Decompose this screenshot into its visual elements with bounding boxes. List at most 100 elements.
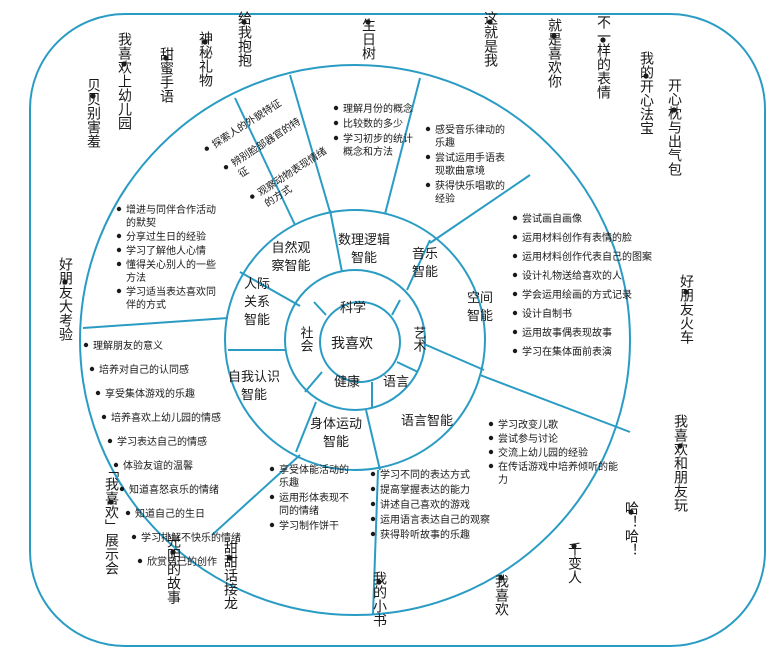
intelligence-logical-line-1: 数理逻辑 bbox=[338, 233, 390, 248]
core-area-health: 健康 bbox=[334, 374, 360, 390]
goal-item: 理解月份的概念 bbox=[343, 102, 413, 115]
center-label: 我喜欢 bbox=[331, 336, 373, 352]
goal-item: 懂得关心别人的一些 bbox=[126, 258, 216, 271]
goal-bullet bbox=[488, 421, 494, 427]
activity-14: 甜甜话接龙 bbox=[222, 540, 238, 610]
outer-spokes bbox=[82, 74, 631, 615]
activity-8: 好朋友火车 bbox=[678, 274, 694, 344]
goal-bullet bbox=[269, 466, 275, 472]
goal-item: 提高掌握表达的能力 bbox=[380, 483, 470, 496]
goal-bullet bbox=[425, 182, 431, 188]
goal-item: 现歌曲意境 bbox=[435, 164, 485, 177]
goal-bullet bbox=[512, 310, 518, 316]
core-spokes bbox=[304, 299, 419, 408]
goal-bullet bbox=[370, 516, 376, 522]
activity-dot bbox=[241, 19, 247, 25]
activity-label: 给我抱抱 bbox=[236, 11, 252, 68]
activity-dot bbox=[551, 33, 557, 39]
goal-bullet bbox=[512, 215, 518, 221]
goal-item: 运用材料创作有表情的脸 bbox=[522, 231, 632, 244]
activity-dot bbox=[628, 509, 634, 515]
intelligence-bodily-line-1: 身体运动 bbox=[310, 416, 362, 432]
goal-bullet bbox=[116, 233, 122, 239]
activity-dot bbox=[121, 61, 127, 67]
core-area-science: 科学 bbox=[340, 300, 366, 316]
intelligence-linguistic-line-1: 语言智能 bbox=[401, 414, 453, 429]
activity-label: 哈！哈！ bbox=[623, 501, 639, 557]
goal-bullet bbox=[425, 126, 431, 132]
intelligence-spatial-line-1: 空间 bbox=[467, 291, 493, 306]
activity-dot bbox=[376, 579, 382, 585]
goal-bullet bbox=[250, 194, 255, 199]
goal-bullet bbox=[223, 164, 229, 170]
activity-dot bbox=[365, 19, 371, 25]
goal-bullet bbox=[512, 348, 518, 354]
goal-bullet bbox=[116, 247, 122, 253]
activity-label: 贝贝别害羞 bbox=[85, 78, 101, 148]
intelligence-interpersonal-line-1: 人际 bbox=[244, 277, 270, 292]
goal-item: 学习了解他人心情 bbox=[126, 244, 206, 257]
goal-bullet bbox=[125, 510, 131, 516]
core-area-society: 社会 bbox=[298, 325, 314, 352]
goal-item: 运用故事偶表现故事 bbox=[522, 326, 612, 339]
activity-label: 这就是我 bbox=[482, 10, 498, 67]
activity-11: 千变人 bbox=[566, 542, 582, 584]
activity-20: 甜蜜手语 bbox=[158, 47, 174, 103]
activity-label: 我的小书 bbox=[371, 571, 387, 627]
goal-item: 设计礼物送给喜欢的人 bbox=[522, 269, 622, 282]
goal-bullet bbox=[370, 486, 376, 492]
goal-bullet bbox=[204, 146, 210, 151]
goal-bullet bbox=[333, 135, 339, 141]
goal-item: 同的情绪 bbox=[279, 504, 319, 517]
goal-item: 伴的方式 bbox=[126, 298, 166, 311]
intelligence-ring bbox=[224, 209, 486, 471]
activity-dot bbox=[227, 555, 233, 561]
activity-18: 贝贝别害羞 bbox=[85, 78, 101, 148]
core-area-art: 艺术 bbox=[411, 326, 427, 352]
activity-label: 好朋友火车 bbox=[678, 274, 694, 344]
goal-list-spatial: 尝试画自画像运用材料创作有表情的脸运用材料创作代表自己的图案设计礼物送给喜欢的人… bbox=[512, 212, 652, 358]
activity-21: 神秘礼物 bbox=[197, 31, 213, 88]
goal-bullet bbox=[131, 534, 137, 540]
intelligence-spatial-line-2: 智能 bbox=[467, 309, 493, 324]
goal-list-interpersonal: 增进与同伴合作活动的默契分享过生日的经验学习了解他人心情懂得关心别人的一些方法学… bbox=[116, 203, 216, 311]
goal-item: 享受集体游戏的乐趣 bbox=[105, 387, 195, 400]
goal-bullet bbox=[488, 435, 494, 441]
area-ring bbox=[284, 269, 426, 411]
goal-item: 运用语言表达自己的观察 bbox=[380, 513, 490, 526]
activity-label: 神秘礼物 bbox=[197, 31, 213, 88]
goal-item: 比较数的多少 bbox=[343, 117, 403, 130]
goal-item: 概念和方法 bbox=[343, 145, 393, 158]
goal-item: 学习初步的统计 bbox=[343, 132, 413, 145]
goal-bullet bbox=[488, 463, 494, 469]
activity-label: 好朋友大考验 bbox=[57, 257, 73, 341]
activity-label: 生日树 bbox=[360, 18, 376, 61]
activity-label: 我喜欢上幼儿园 bbox=[116, 32, 132, 130]
goal-item: 学会运用绘画的方式记录 bbox=[522, 288, 632, 301]
intelligence-music-line-1: 音乐 bbox=[412, 246, 438, 262]
activity-dot bbox=[163, 55, 169, 61]
goal-item: 在传话游戏中培养倾听的能 bbox=[498, 460, 618, 473]
activity-4: 就是喜欢你 bbox=[546, 18, 562, 88]
activity-9: 我喜欢和朋友玩 bbox=[672, 414, 688, 513]
activity-dot bbox=[90, 93, 96, 99]
intelligence-interpersonal-line-3: 智能 bbox=[244, 313, 270, 328]
activity-dot bbox=[487, 19, 493, 25]
activity-dot bbox=[108, 499, 114, 505]
activity-labels: 给我抱抱生日树这就是我就是喜欢你不一样的表情我的开心法宝开心枕与出气包好朋友火车… bbox=[57, 10, 694, 627]
goal-item: 运用材料创作代表自己的图案 bbox=[522, 250, 652, 263]
goal-item: 乐趣 bbox=[435, 136, 455, 149]
intelligence-intrapersonal-line-2: 智能 bbox=[241, 388, 267, 403]
goal-bullet bbox=[101, 414, 107, 420]
goal-bullet bbox=[370, 471, 376, 477]
goal-list-naturalist: 探索人的外貌特征辨别脸部器官的特征观察动物表现情绪的方式 bbox=[204, 96, 329, 210]
goal-item: 讲述自己喜欢的游戏 bbox=[380, 498, 470, 511]
goal-bullet bbox=[370, 531, 376, 537]
activity-15: 光阴的故事 bbox=[165, 534, 181, 604]
goal-item: 设计自制书 bbox=[522, 307, 572, 320]
activity-19: 我喜欢上幼儿园 bbox=[116, 32, 132, 130]
goal-item: 感受音乐律动的 bbox=[435, 123, 505, 136]
